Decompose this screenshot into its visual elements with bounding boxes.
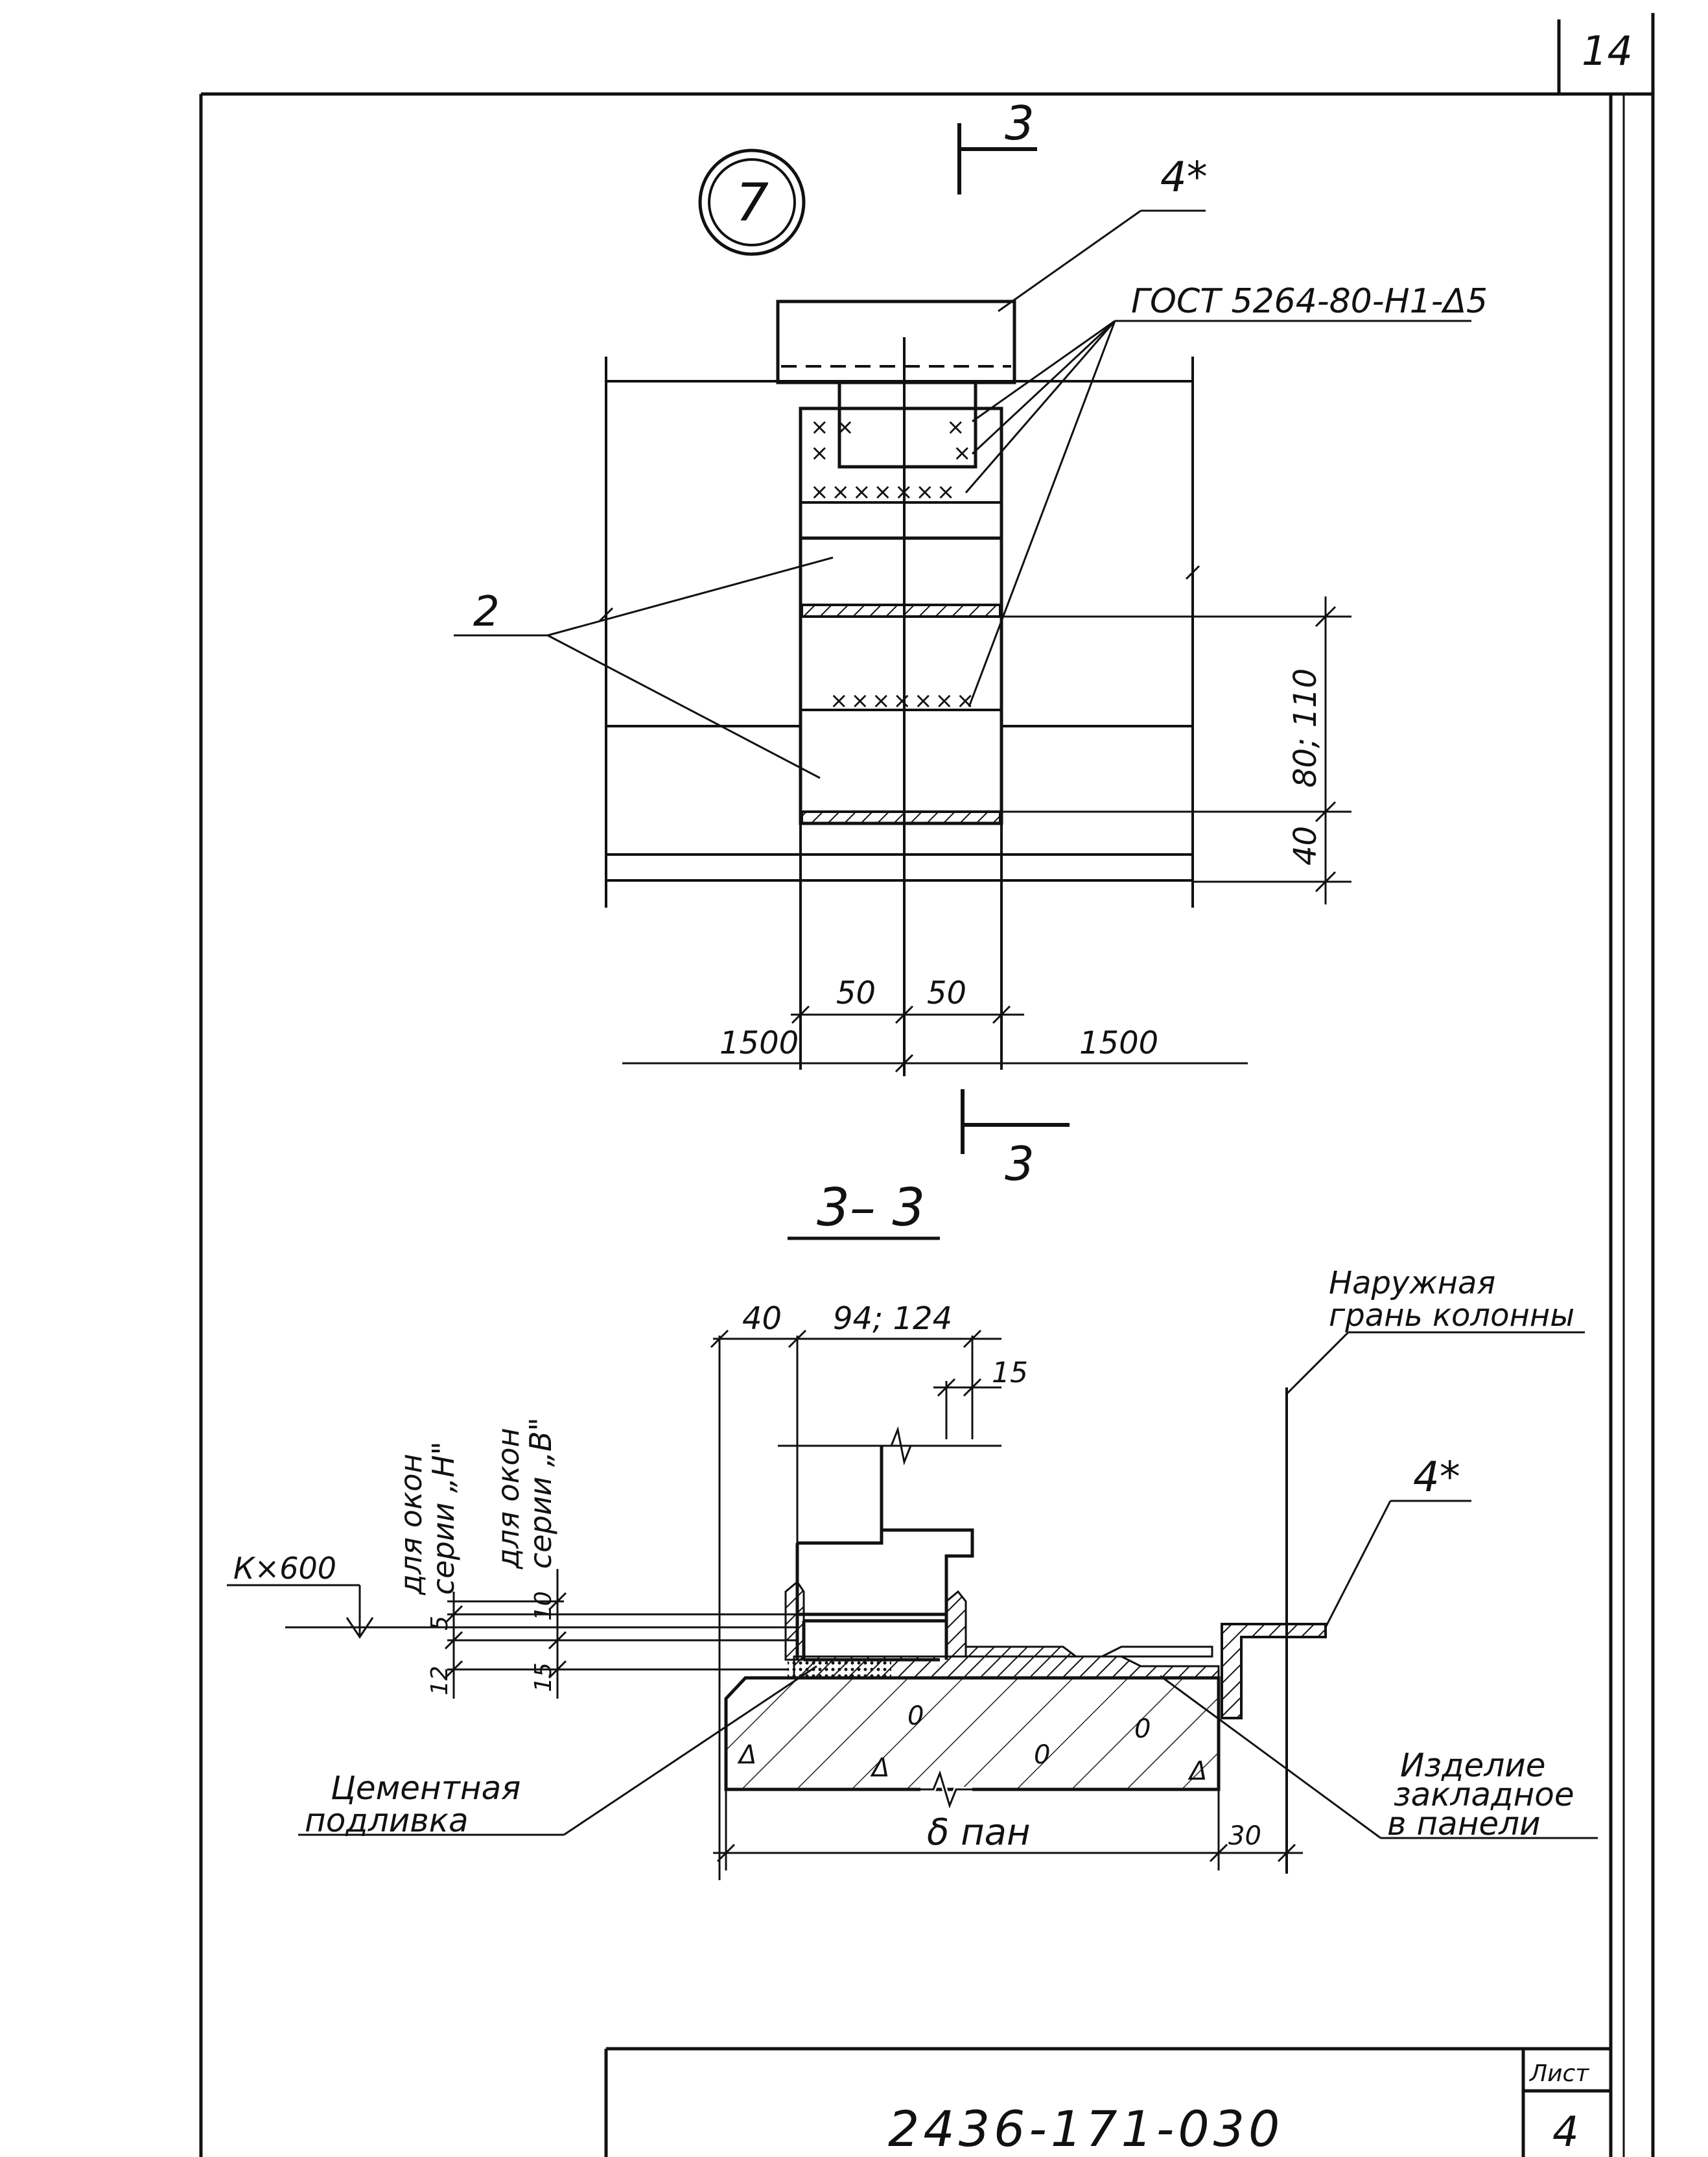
section-part-4-label: 4*: [1413, 1454, 1460, 1502]
svg-text:×: ×: [810, 440, 829, 466]
break-mark-bottom-line: [920, 1770, 972, 1809]
dim-1500-left: 1500: [719, 1025, 799, 1061]
dim-40-section: 40: [742, 1301, 782, 1337]
plan-bottom-dimensions: [622, 1005, 1248, 1073]
window-h-label-2: серии „Н": [426, 1441, 461, 1595]
drawing-code: 2436-171-030: [888, 2100, 1283, 2157]
svg-text:Δ: Δ: [1187, 1756, 1207, 1786]
outer-face-label-2: грань колонны: [1329, 1297, 1574, 1334]
dim-15-top: 15: [992, 1356, 1028, 1389]
window-b-label-2: серии „В": [523, 1417, 558, 1569]
dim-5: 5: [427, 1616, 453, 1631]
window-h-label-1: для окон: [393, 1454, 428, 1596]
section-cut-mark-top: [957, 123, 1037, 194]
cement-label-1: Цементная: [331, 1769, 521, 1807]
svg-text:× ×: × ×: [810, 414, 854, 440]
dim-94-124: 94; 124: [833, 1301, 952, 1337]
svg-text:Δ: Δ: [737, 1740, 756, 1770]
section-cut-mark-bottom: [961, 1089, 1070, 1154]
part-2-leader: [454, 556, 834, 779]
embedded-leader: [1160, 1675, 1598, 1839]
dim-30: 30: [1228, 1821, 1261, 1851]
embedded-plate: [784, 1580, 1327, 1719]
svg-text:×: ×: [953, 440, 972, 466]
embedded-label-2: закладное: [1394, 1776, 1574, 1813]
dim-15-bottom: 15: [530, 1662, 557, 1692]
callout-circle: [698, 148, 806, 256]
dim-40-plan: 40: [1287, 826, 1324, 866]
cement-leader: [298, 1665, 817, 1836]
dim-1500-right: 1500: [1079, 1025, 1158, 1061]
window-b-label-1: для окон: [491, 1428, 526, 1570]
dim-80-110: 80; 110: [1287, 668, 1324, 788]
part-2-label: 2: [473, 588, 500, 636]
window-frame-profile: [778, 1444, 1001, 1662]
section-mark-top-label: 3: [1005, 96, 1035, 150]
embedded-label-3: в панели: [1387, 1805, 1541, 1843]
panel-width-label: δ пан: [927, 1811, 1031, 1854]
weld-marks: × × × × × ××××××× ×××××××: [810, 414, 977, 714]
hatched-band-upper: [801, 604, 1001, 618]
section-mark-bottom-label: 3: [1005, 1137, 1035, 1191]
title-block: [604, 2047, 1611, 2157]
outer-face-label-1: Наружная: [1329, 1265, 1495, 1301]
break-mark-top: [882, 1426, 920, 1466]
svg-text:×: ×: [946, 414, 965, 440]
sheet-label: Лист: [1528, 2060, 1589, 2087]
svg-text:Δ: Δ: [870, 1753, 889, 1783]
svg-text:0: 0: [1034, 1740, 1050, 1770]
concrete-aggregate-marks: Δ 0 Δ 0 0 Δ: [737, 1701, 1207, 1786]
page-number: 14: [1582, 27, 1633, 75]
section-bottom-dimensions: [713, 1718, 1303, 1870]
part-4-label: 4*: [1160, 154, 1208, 202]
dim-12: 12: [427, 1666, 453, 1695]
dim-10: 10: [530, 1591, 557, 1621]
dim-50-right: 50: [927, 975, 966, 1011]
section-top-dimensions: [710, 1329, 1001, 1880]
outer-face-leader: [1285, 1331, 1585, 1395]
svg-text:0: 0: [907, 1701, 924, 1731]
section-part-4-leader: [1324, 1500, 1471, 1628]
weld-spec-leader: [965, 320, 1471, 707]
svg-text:×××××××: ×××××××: [810, 479, 957, 505]
sheet-frame: [199, 13, 1655, 2157]
cement-label-2: подливка: [305, 1802, 469, 1839]
hatched-band-lower: [801, 810, 1001, 825]
plan-view-body: [605, 300, 1194, 1076]
svg-text:×××××××: ×××××××: [830, 688, 977, 714]
plan-right-dimensions: [598, 565, 1351, 904]
sheet-value: 4: [1552, 2108, 1579, 2156]
weld-spec-label: ГОСТ 5264-80-Н1-Δ5: [1131, 282, 1488, 321]
part-4-leader: [998, 209, 1206, 312]
section-left-dimensions: [227, 1569, 797, 1699]
embedded-label-1: Изделие: [1400, 1747, 1546, 1784]
section-title: 3– 3: [817, 1177, 925, 1238]
callout-number: 7: [736, 172, 769, 233]
dim-50-left: 50: [836, 975, 876, 1011]
level-label: К×600: [233, 1551, 336, 1586]
svg-text:0: 0: [1134, 1714, 1151, 1744]
